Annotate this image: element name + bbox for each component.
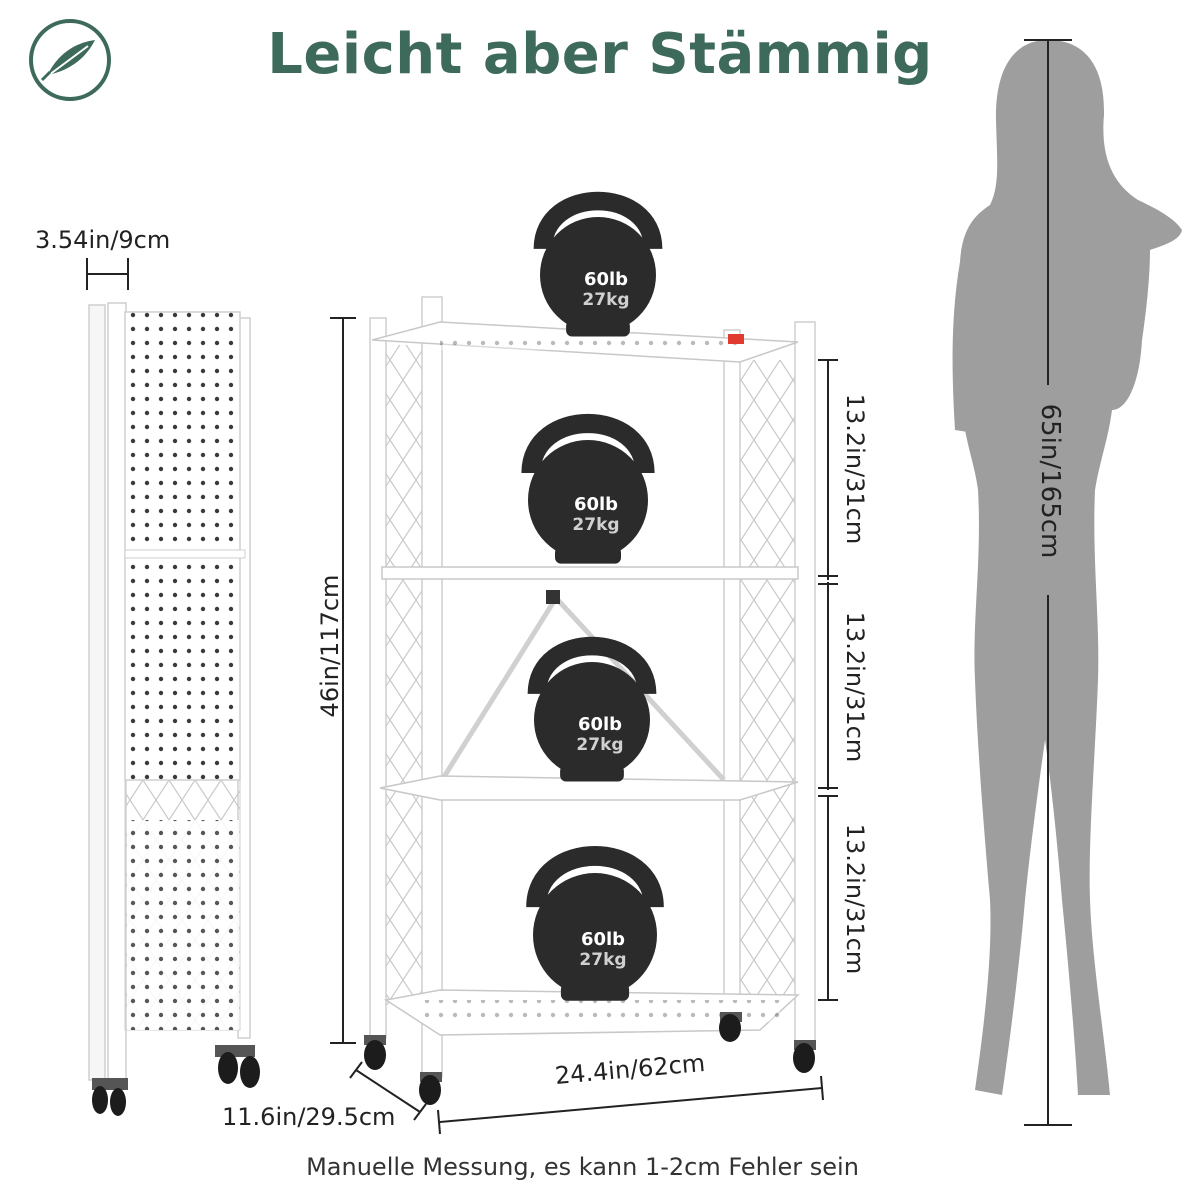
kettlebell-body [534,662,650,778]
shelf-gap-dimensions [818,359,838,1001]
depth-dimension [349,1061,427,1121]
folded-depth-label: 3.54in/9cm [35,226,171,254]
person-height-dimension [1024,39,1072,1126]
kettlebell-base [555,546,621,564]
shelf-unit [364,296,816,1105]
width-dimension [437,1075,824,1135]
total-height-label: 46in/117cm [316,574,344,718]
person-height-label: 65in/165cm [1035,403,1065,559]
shelf-gap-label-middle: 13.2in/31cm [841,611,869,763]
measurement-note: Manuelle Messung, es kann 1-2cm Fehler s… [306,1153,859,1181]
kettlebell-handle [526,846,664,909]
page-title: Leicht aber Stämmig [267,22,933,87]
kettlebell-handle [521,413,655,474]
kettlebell-handle [527,636,657,695]
depth-label: 11.6in/29.5cm [222,1103,396,1131]
shelf-gap-label-bottom: 13.2in/31cm [841,823,869,975]
kettlebell-weight-lb: 60lb [584,269,628,290]
shelf-gap-label-top: 13.2in/31cm [841,393,869,545]
kettlebell-body [533,873,657,997]
kettlebell-base [560,765,624,782]
person-silhouette [952,40,1182,1095]
kettlebell-weight-kg: 27kg [582,290,629,310]
kettlebell-base [566,320,630,337]
kettlebell-weight-kg: 27kg [576,735,623,755]
kettlebell-base [560,983,630,1001]
kettlebell-weight-lb: 60lb [574,494,618,515]
height-dimension [330,317,356,1044]
folded-shelf [88,302,260,1116]
kettlebell-weight-lb: 60lb [581,929,625,950]
folded-depth-dimension [86,258,129,290]
kettlebell-weight-lb: 60lb [578,714,622,735]
kettlebell-handle [533,191,663,250]
kettlebell-body [540,217,656,333]
feather-icon [40,40,95,82]
kettlebell-weight-kg: 27kg [579,950,626,970]
logo-badge [29,19,111,101]
kettlebell-body [528,440,648,560]
kettlebell-weight-kg: 27kg [572,515,619,535]
